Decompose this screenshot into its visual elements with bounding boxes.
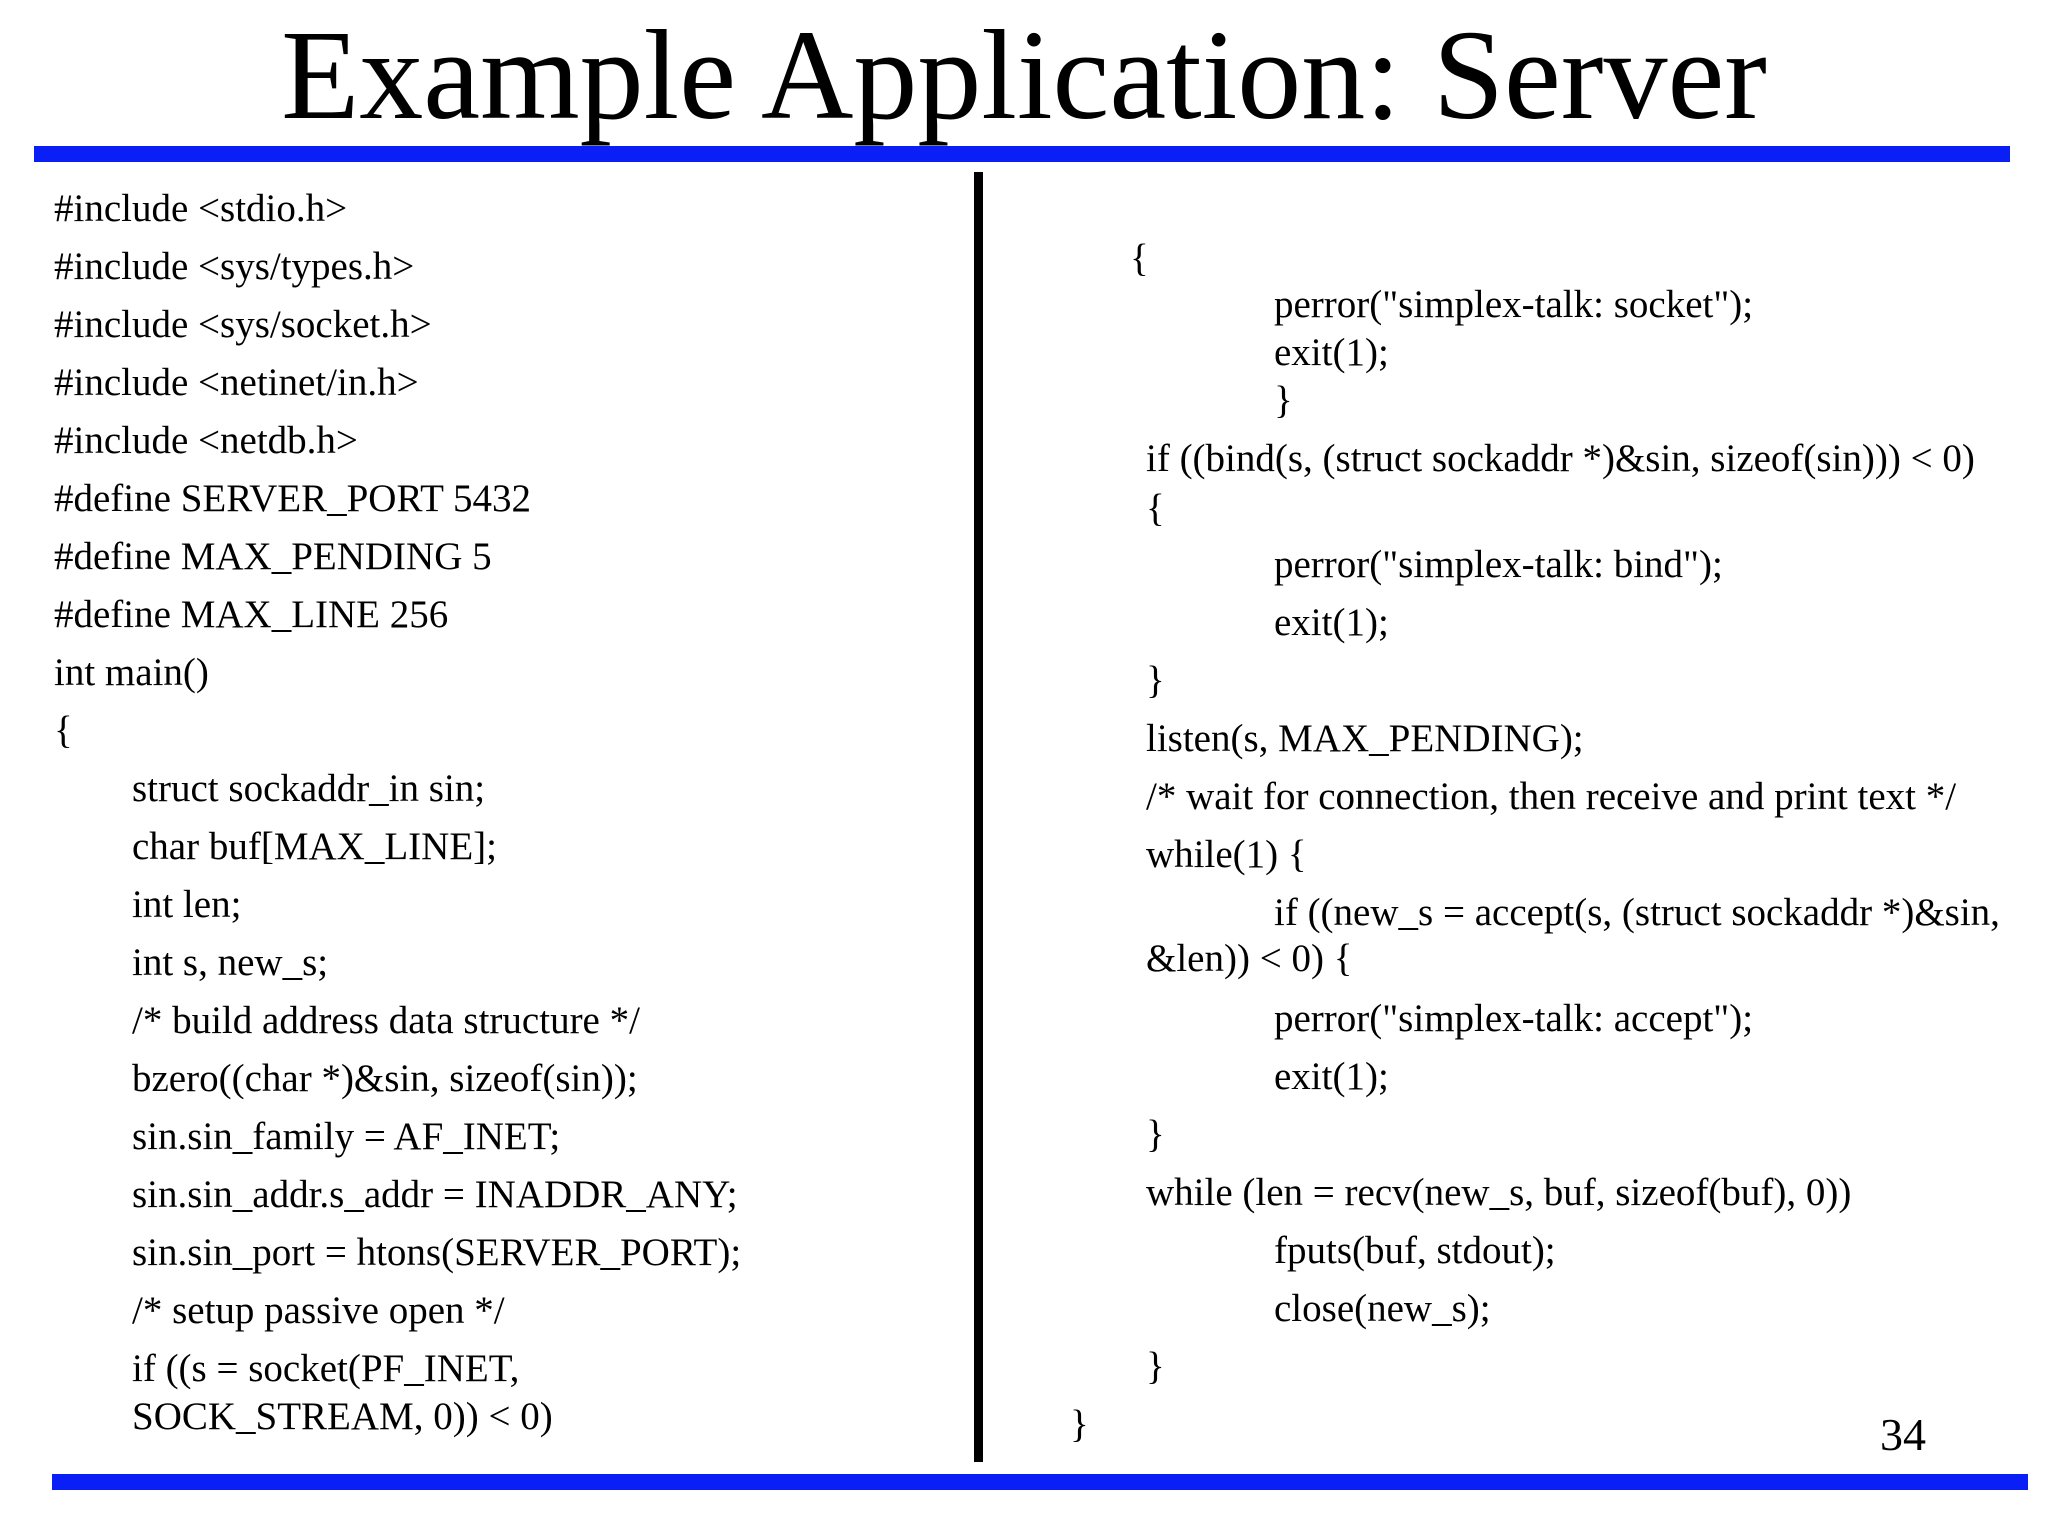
code-line: if ((s = socket(PF_INET, — [132, 1347, 520, 1390]
code-line: int s, new_s; — [132, 941, 329, 984]
code-line: close(new_s); — [1274, 1287, 1491, 1330]
code-line: } — [1146, 1345, 1165, 1388]
code-line: #define MAX_LINE 256 — [54, 593, 449, 636]
code-line: #include <stdio.h> — [54, 187, 348, 230]
code-line: } — [1070, 1403, 1089, 1446]
code-line: } — [1146, 1113, 1165, 1156]
code-line: perror("simplex-talk: socket"); — [1274, 283, 1754, 326]
code-line: sin.sin_addr.s_addr = INADDR_ANY; — [132, 1173, 738, 1216]
code-line: char buf[MAX_LINE]; — [132, 825, 497, 868]
column-divider — [974, 172, 983, 1462]
code-line: { — [1130, 237, 1149, 280]
code-line: exit(1); — [1274, 601, 1389, 644]
code-line: if ((new_s = accept(s, (struct sockaddr … — [1274, 891, 2000, 934]
code-line: /* setup passive open */ — [132, 1289, 505, 1332]
code-line: SOCK_STREAM, 0)) < 0) — [132, 1395, 553, 1438]
code-line: /* wait for connection, then receive and… — [1146, 775, 1957, 818]
code-line: #include <sys/types.h> — [54, 245, 415, 288]
code-line: { — [1146, 487, 1165, 530]
code-line: perror("simplex-talk: bind"); — [1274, 543, 1723, 586]
code-line: int len; — [132, 883, 242, 926]
code-line: #define MAX_PENDING 5 — [54, 535, 492, 578]
code-line: if ((bind(s, (struct sockaddr *)&sin, si… — [1146, 437, 1975, 480]
code-line: int main() — [54, 651, 209, 694]
top-accent-rule — [34, 146, 2010, 162]
slide-title: Example Application: Server — [281, 4, 1767, 146]
code-line: perror("simplex-talk: accept"); — [1274, 997, 1754, 1040]
code-line: bzero((char *)&sin, sizeof(sin)); — [132, 1057, 638, 1100]
code-line: #include <netinet/in.h> — [54, 361, 419, 404]
code-line: struct sockaddr_in sin; — [132, 767, 486, 810]
code-line: } — [1274, 379, 1293, 422]
code-line: #define SERVER_PORT 5432 — [54, 477, 531, 520]
code-line: &len)) < 0) { — [1146, 937, 1353, 980]
code-line: while(1) { — [1146, 833, 1307, 876]
bottom-accent-rule — [52, 1474, 2028, 1490]
code-line: /* build address data structure */ — [132, 999, 640, 1042]
code-line: listen(s, MAX_PENDING); — [1146, 717, 1584, 760]
code-line: exit(1); — [1274, 1055, 1389, 1098]
code-line: #include <netdb.h> — [54, 419, 358, 462]
code-line: } — [1146, 659, 1165, 702]
code-line: sin.sin_family = AF_INET; — [132, 1115, 561, 1158]
code-line: fputs(buf, stdout); — [1274, 1229, 1556, 1272]
code-line: #include <sys/socket.h> — [54, 303, 432, 346]
code-line: while (len = recv(new_s, buf, sizeof(buf… — [1146, 1171, 1852, 1214]
page-number: 34 — [1880, 1409, 1926, 1460]
code-line: { — [54, 709, 73, 752]
code-line: exit(1); — [1274, 331, 1389, 374]
code-line: sin.sin_port = htons(SERVER_PORT); — [132, 1231, 742, 1274]
